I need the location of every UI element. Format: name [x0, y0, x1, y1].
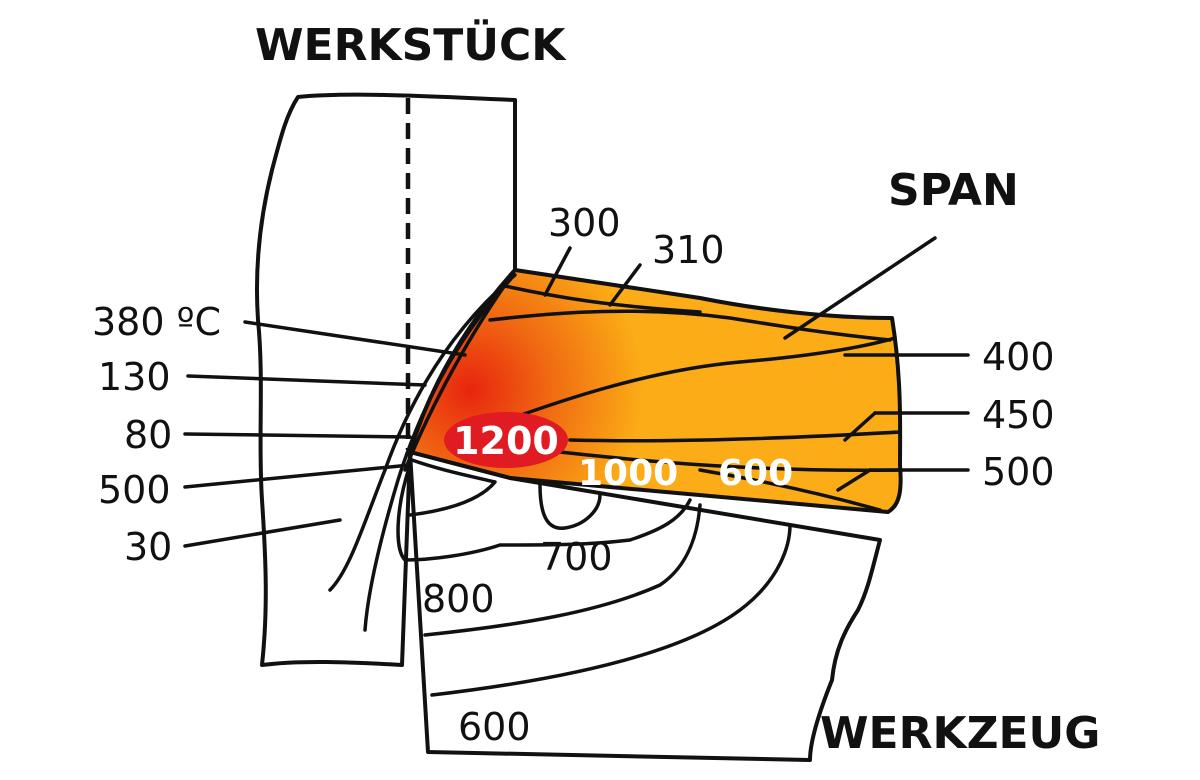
chip-isotherm-400 — [478, 336, 897, 432]
leader-500-bend — [836, 468, 872, 492]
label-1200: 1200 — [453, 419, 559, 463]
label-1000: 1000 — [578, 453, 678, 494]
label-600-tool: 600 — [458, 705, 531, 749]
tool-isotherm-700 — [423, 503, 702, 637]
label-380: 380 ºC — [92, 300, 221, 344]
hot-zone-badge — [444, 412, 568, 468]
label-310: 310 — [652, 228, 725, 272]
label-130: 130 — [98, 355, 171, 399]
workpiece-title: WERKSTÜCK — [255, 18, 567, 71]
chip-isotherm-inner — [698, 468, 882, 512]
leader-30 — [183, 518, 342, 548]
label-300: 300 — [548, 201, 621, 245]
tool-outline — [408, 450, 882, 762]
tool-isotherm-600 — [430, 523, 792, 697]
leader-130 — [186, 374, 427, 387]
tool-title: WERKZEUG — [820, 708, 1100, 759]
workpiece-outline — [254, 92, 517, 667]
chip-pointer — [783, 236, 937, 340]
label-30: 30 — [124, 525, 172, 569]
label-600-chip: 600 — [718, 453, 793, 494]
label-450: 450 — [982, 393, 1055, 437]
leader-310 — [608, 263, 642, 307]
label-400: 400 — [982, 335, 1055, 379]
chip-title: SPAN — [888, 165, 1019, 216]
leader-380 — [243, 320, 467, 357]
chip-isotherm-300 — [503, 284, 702, 314]
flow-line-2 — [363, 278, 512, 632]
chip-isotherm-450 — [568, 430, 902, 443]
leader-450-bend — [843, 411, 877, 442]
chip-isotherm-500 — [558, 450, 902, 472]
tool-isotherm-1000 — [408, 458, 497, 517]
label-800: 800 — [422, 577, 495, 621]
tool-isotherm-900 — [538, 483, 602, 530]
leader-500 — [183, 463, 412, 489]
leader-80 — [183, 432, 412, 439]
label-80: 80 — [124, 413, 172, 457]
label-500-right: 500 — [982, 450, 1055, 494]
tool-isotherm-800 — [396, 463, 692, 562]
label-500-left: 500 — [98, 468, 171, 512]
flow-line-1 — [328, 273, 517, 592]
chip-isotherm-310 — [488, 309, 892, 342]
leader-300 — [543, 246, 572, 297]
label-700: 700 — [540, 535, 613, 579]
